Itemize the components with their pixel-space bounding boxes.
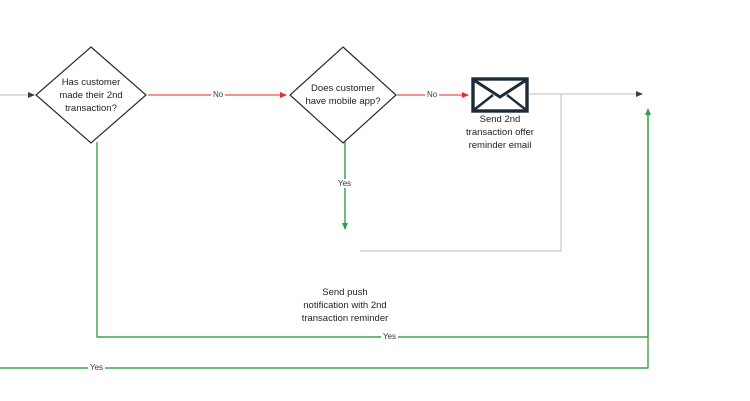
envelope-icon <box>471 77 529 113</box>
decision-node-2[interactable]: Does customer have mobile app? <box>288 45 398 145</box>
email-label-line-2: transaction offer <box>466 127 534 138</box>
edge-label-no-1: No <box>211 90 226 99</box>
email-label-line-3: reminder email <box>468 140 532 151</box>
push-action-label[interactable]: Send push notification with 2nd transact… <box>270 286 420 325</box>
push-label-line-3: transaction reminder <box>301 313 389 324</box>
edge-label-yes-center: Yes <box>336 179 354 188</box>
diamond-shape <box>289 46 397 144</box>
edge-label-yes-bottom-return: Yes <box>88 363 106 372</box>
email-label-line-1: Send 2nd <box>479 114 521 125</box>
push-label-line-1: Send push <box>322 287 368 298</box>
connector-yes-bottom-return <box>0 109 649 369</box>
email-action-label: Send 2nd transaction offer reminder emai… <box>440 113 560 152</box>
connector-email-return-rail <box>360 94 562 252</box>
edge-label-no-2: No <box>425 90 440 99</box>
email-action-node[interactable] <box>471 77 529 113</box>
decision-node-1[interactable]: Has customer made their 2nd transaction? <box>34 45 148 145</box>
push-label-line-2: notification with 2nd <box>303 300 387 311</box>
edge-label-yes-push-return: Yes <box>381 332 399 341</box>
diamond-shape <box>35 46 147 144</box>
